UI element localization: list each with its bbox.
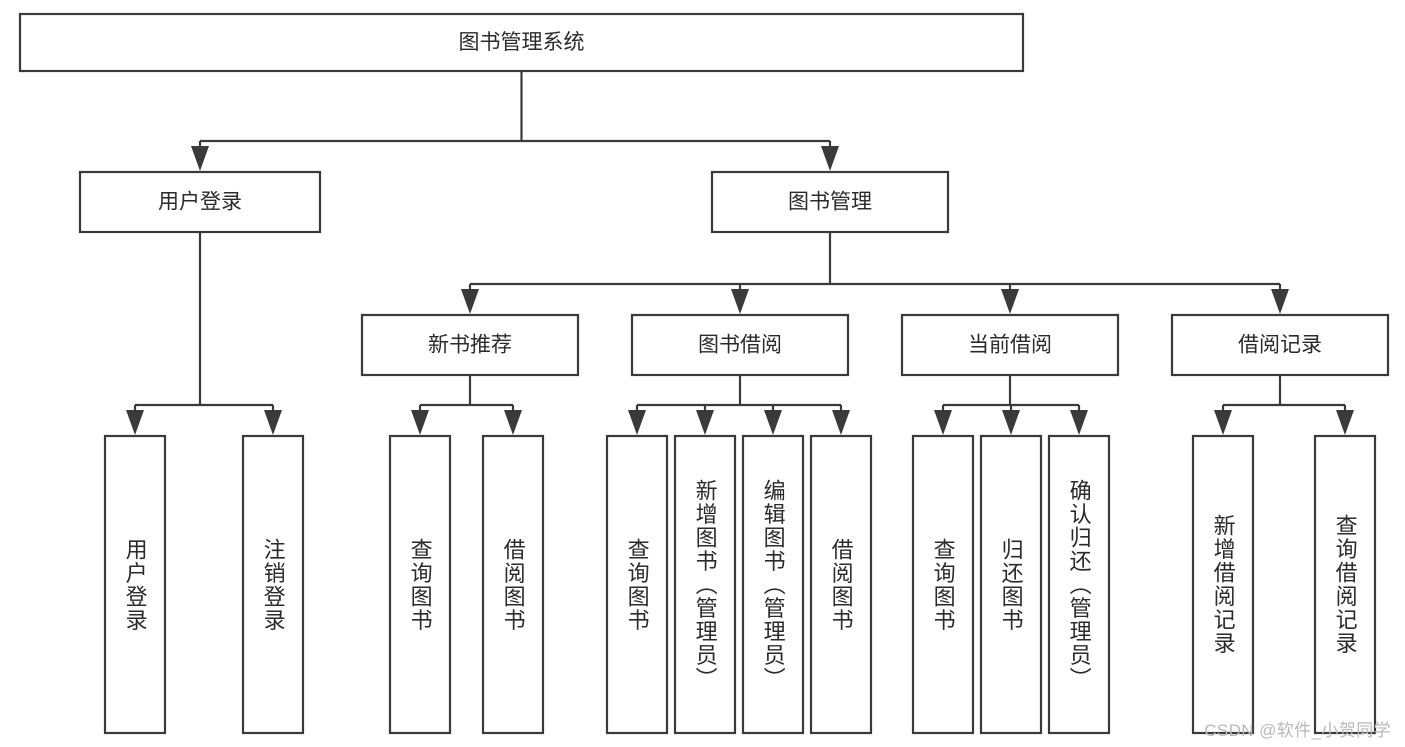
edge-group-current-borrow <box>934 375 1088 435</box>
node-book-borrow[interactable]: 图书借阅 <box>630 313 850 377</box>
arrowhead-icon <box>1214 410 1232 435</box>
node-leaf-cb-confirm[interactable] <box>1047 434 1111 735</box>
arrowhead-icon <box>1336 410 1354 435</box>
node-box[interactable] <box>360 313 580 377</box>
node-box[interactable] <box>481 434 545 735</box>
watermark-label: CSDN @软件_小贺同学 <box>1204 721 1391 740</box>
node-borrow-record[interactable]: 借阅记录 <box>1170 313 1390 377</box>
node-box[interactable] <box>605 434 669 735</box>
arrowhead-icon <box>821 146 839 171</box>
node-leaf-rec-borrow[interactable] <box>481 434 545 735</box>
arrowhead-icon <box>126 410 144 435</box>
arrowhead-icon <box>461 289 479 314</box>
arrowhead-icon <box>411 410 429 435</box>
arrowhead-icon <box>1070 410 1088 435</box>
node-box[interactable] <box>1170 313 1390 377</box>
node-new-book-rec[interactable]: 新书推荐 <box>360 313 580 377</box>
node-label: 图书管理系统 <box>459 31 585 54</box>
node-box[interactable] <box>1313 434 1377 735</box>
arrowhead-icon <box>1002 410 1020 435</box>
arrowhead-icon <box>731 289 749 314</box>
node-box[interactable] <box>18 12 1025 73</box>
arrowhead-icon <box>696 410 714 435</box>
node-leaf-bb-query[interactable] <box>605 434 669 735</box>
arrowhead-icon <box>832 410 850 435</box>
node-box[interactable] <box>630 313 850 377</box>
node-root[interactable]: 图书管理系统 <box>18 12 1025 73</box>
node-box[interactable] <box>673 434 737 735</box>
arrowhead-icon <box>934 410 952 435</box>
node-leaf-logout[interactable] <box>241 434 305 735</box>
node-box[interactable] <box>741 434 805 735</box>
edges-layer <box>126 71 1354 435</box>
edge-group-book-borrow <box>628 375 850 435</box>
node-box[interactable] <box>911 434 975 735</box>
node-label: 用户登录 <box>158 191 242 214</box>
node-leaf-rec-query[interactable] <box>388 434 452 735</box>
edge-group-new-book-rec <box>411 375 522 435</box>
node-label: 新书推荐 <box>428 334 512 357</box>
node-user-login[interactable]: 用户登录 <box>78 170 322 234</box>
edge-group-user-login <box>126 232 282 435</box>
node-box[interactable] <box>388 434 452 735</box>
arrowhead-icon <box>628 410 646 435</box>
node-box[interactable] <box>710 170 950 234</box>
node-box[interactable] <box>809 434 873 735</box>
node-label: 借阅记录 <box>1238 334 1322 357</box>
arrowhead-icon <box>764 410 782 435</box>
edge-group-borrow-record <box>1214 375 1354 435</box>
node-box[interactable] <box>103 434 167 735</box>
arrowhead-icon <box>1001 289 1019 314</box>
node-box[interactable] <box>78 170 322 234</box>
node-label: 当前借阅 <box>968 334 1052 357</box>
node-label: 图书管理 <box>788 191 872 214</box>
node-leaf-cb-return[interactable] <box>979 434 1043 735</box>
node-current-borrow[interactable]: 当前借阅 <box>900 313 1120 377</box>
node-box[interactable] <box>979 434 1043 735</box>
edge-group-root <box>191 71 839 171</box>
node-leaf-bb-add[interactable] <box>673 434 737 735</box>
node-label: 图书借阅 <box>698 334 782 357</box>
node-leaf-user-login[interactable] <box>103 434 167 735</box>
node-leaf-cb-query[interactable] <box>911 434 975 735</box>
arrowhead-icon <box>264 410 282 435</box>
arrowhead-icon <box>1271 289 1289 314</box>
node-leaf-bb-borrow[interactable] <box>809 434 873 735</box>
node-box[interactable] <box>1047 434 1111 735</box>
node-leaf-bb-edit[interactable] <box>741 434 805 735</box>
arrowhead-icon <box>191 146 209 171</box>
node-book-manage[interactable]: 图书管理 <box>710 170 950 234</box>
node-box[interactable] <box>1191 434 1255 735</box>
node-leaf-br-query[interactable] <box>1313 434 1377 735</box>
arrowhead-icon <box>504 410 522 435</box>
node-leaf-br-add[interactable] <box>1191 434 1255 735</box>
edge-group-book-manage <box>461 232 1289 314</box>
node-box[interactable] <box>900 313 1120 377</box>
node-box[interactable] <box>241 434 305 735</box>
